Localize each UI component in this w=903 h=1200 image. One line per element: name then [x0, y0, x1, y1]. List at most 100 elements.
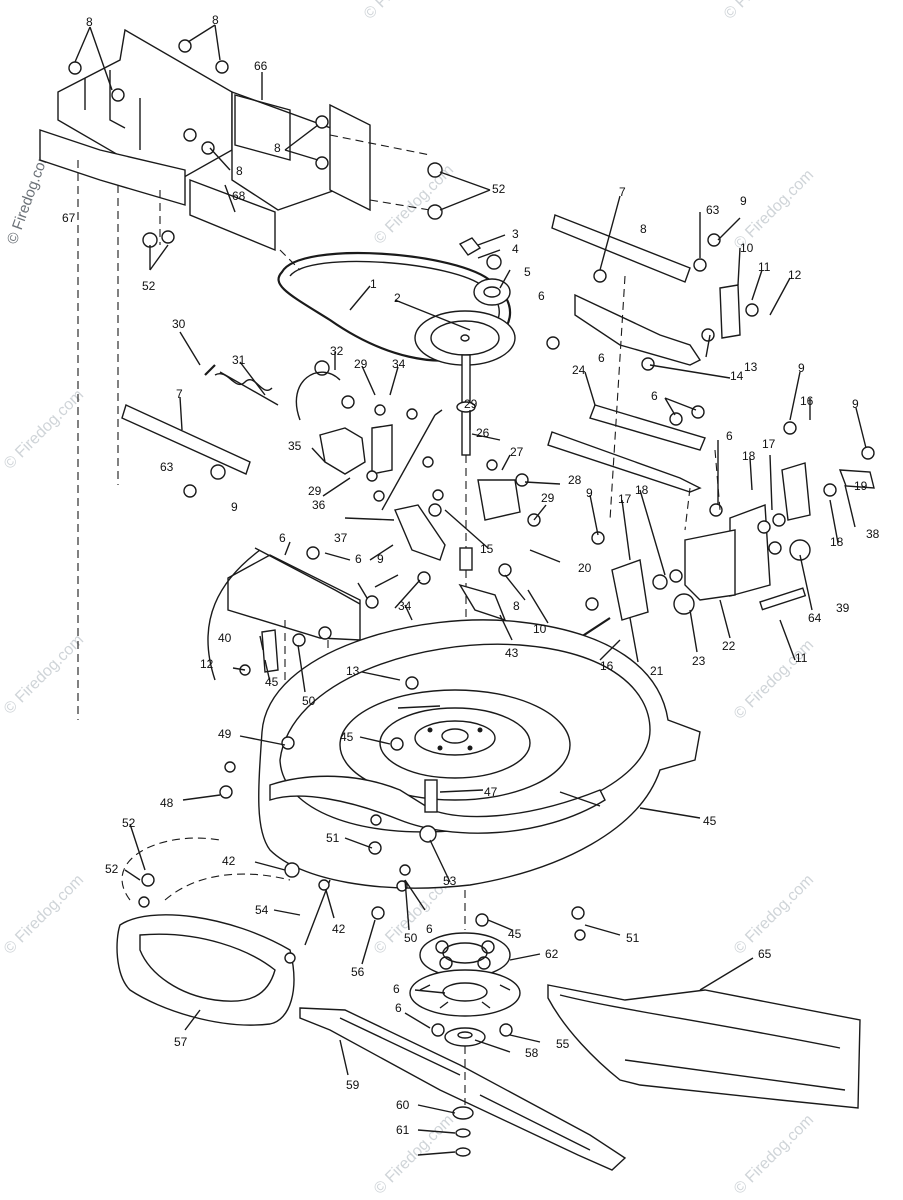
- callout-label: 52: [142, 279, 156, 293]
- mower-deck: [219, 619, 701, 941]
- callout-label: 15: [480, 542, 494, 556]
- callout-label: 68: [232, 189, 246, 203]
- callout-label: 63: [706, 203, 720, 217]
- callout-label: 9: [231, 500, 238, 514]
- callout-label: 18: [742, 449, 756, 463]
- callout-label: 64: [808, 611, 822, 625]
- callout-label: 37: [334, 531, 348, 545]
- watermark-text: © Firedog.com: [371, 1111, 457, 1197]
- callout-label: 3: [512, 227, 519, 241]
- callout-label: 5: [524, 265, 531, 279]
- callout-label: 62: [545, 947, 559, 961]
- callout-label: 51: [326, 831, 340, 845]
- callout-label: 56: [351, 965, 365, 979]
- callout-label: 31: [232, 353, 246, 367]
- watermark-text: © Firedog.com: [731, 166, 817, 252]
- callout-label: 49: [218, 727, 232, 741]
- callout-label: 22: [722, 639, 736, 653]
- callout-label: 10: [533, 622, 547, 636]
- callout-label: 18: [830, 535, 844, 549]
- callout-label: 4: [512, 242, 519, 256]
- callout-label: 45: [703, 814, 717, 828]
- callout-label: 53: [443, 874, 457, 888]
- callout-label: 9: [798, 361, 805, 375]
- callout-label: 42: [222, 854, 236, 868]
- callout-label: 42: [332, 922, 346, 936]
- callout-label: 10: [740, 241, 754, 255]
- watermark-text: © Firedog.com: [371, 161, 457, 247]
- callout-label: 8: [236, 164, 243, 178]
- center-linkage: [204, 360, 561, 677]
- callout-label: 66: [254, 59, 268, 73]
- callout-label: 27: [510, 445, 524, 459]
- callout-label: 43: [505, 646, 519, 660]
- callout-label: 52: [122, 816, 136, 830]
- callout-label: 29: [541, 491, 555, 505]
- callout-label: 23: [692, 654, 706, 668]
- callout-label: 29: [308, 484, 322, 498]
- callout-label: 6: [598, 351, 605, 365]
- callout-label: 6: [726, 429, 733, 443]
- callout-label: 6: [355, 552, 362, 566]
- callout-label: 34: [398, 599, 412, 613]
- callout-label: 28: [568, 473, 582, 487]
- callout-label: 30: [172, 317, 186, 331]
- callout-label: 21: [650, 664, 664, 678]
- callout-label: 52: [105, 862, 119, 876]
- watermark-text: © Firedog.com: [361, 0, 447, 23]
- callout-label: 67: [62, 211, 76, 225]
- callout-label: 45: [340, 730, 354, 744]
- callout-label: 1: [370, 277, 377, 291]
- callout-label: 8: [212, 13, 219, 27]
- callout-label: 16: [800, 394, 814, 408]
- callout-label: 7: [176, 387, 183, 401]
- callout-label: 34: [392, 357, 406, 371]
- watermark-text: © Firedog.com: [731, 1111, 817, 1197]
- watermark-text: © Firedog.com: [1, 631, 87, 717]
- callout-label: 52: [492, 182, 506, 196]
- callout-label: 32: [330, 344, 344, 358]
- callout-label: 18: [635, 483, 649, 497]
- callout-label: 16: [600, 659, 614, 673]
- callout-label: 9: [586, 486, 593, 500]
- watermark-text: © Firedog.com: [731, 636, 817, 722]
- callout-label: 9: [740, 194, 747, 208]
- callout-label: 54: [255, 903, 269, 917]
- callout-label: 63: [160, 460, 174, 474]
- callout-label: 17: [762, 437, 776, 451]
- callout-label: 6: [426, 922, 433, 936]
- callout-label: 36: [312, 498, 326, 512]
- callout-label: 39: [836, 601, 850, 615]
- callout-label: 8: [86, 15, 93, 29]
- callout-label: 50: [302, 694, 316, 708]
- callout-label: 6: [393, 982, 400, 996]
- callout-label: 57: [174, 1035, 188, 1049]
- watermark-text: © Firedog.com: [1, 871, 87, 957]
- callout-label: 45: [508, 927, 522, 941]
- callout-label: 14: [730, 369, 744, 383]
- callout-label: 6: [651, 389, 658, 403]
- callout-label: 24: [572, 363, 586, 377]
- callout-label: 17: [618, 492, 632, 506]
- callout-label: 47: [484, 785, 498, 799]
- callout-label: 55: [556, 1037, 570, 1051]
- callout-label: 58: [525, 1046, 539, 1060]
- mulch-plug: [547, 984, 861, 1109]
- callout-label: 50: [404, 931, 418, 945]
- watermark-text: © Firedog.com: [1, 386, 87, 472]
- right-bracket-group: [545, 214, 875, 661]
- callout-label: 60: [396, 1098, 410, 1112]
- hardware-nut-cluster: [68, 39, 443, 248]
- callout-label: 38: [866, 527, 880, 541]
- callout-label: 6: [279, 531, 286, 545]
- callout-label: 40: [218, 631, 232, 645]
- callout-label: 19: [854, 479, 868, 493]
- blade-hub-assembly: [299, 890, 627, 1171]
- watermark-text: © Firedog.com: [721, 0, 807, 23]
- callout-leaders: [74, 24, 867, 1156]
- callout-label: 20: [578, 561, 592, 575]
- left-bracket-group: [121, 371, 379, 745]
- callout-label: 45: [265, 675, 279, 689]
